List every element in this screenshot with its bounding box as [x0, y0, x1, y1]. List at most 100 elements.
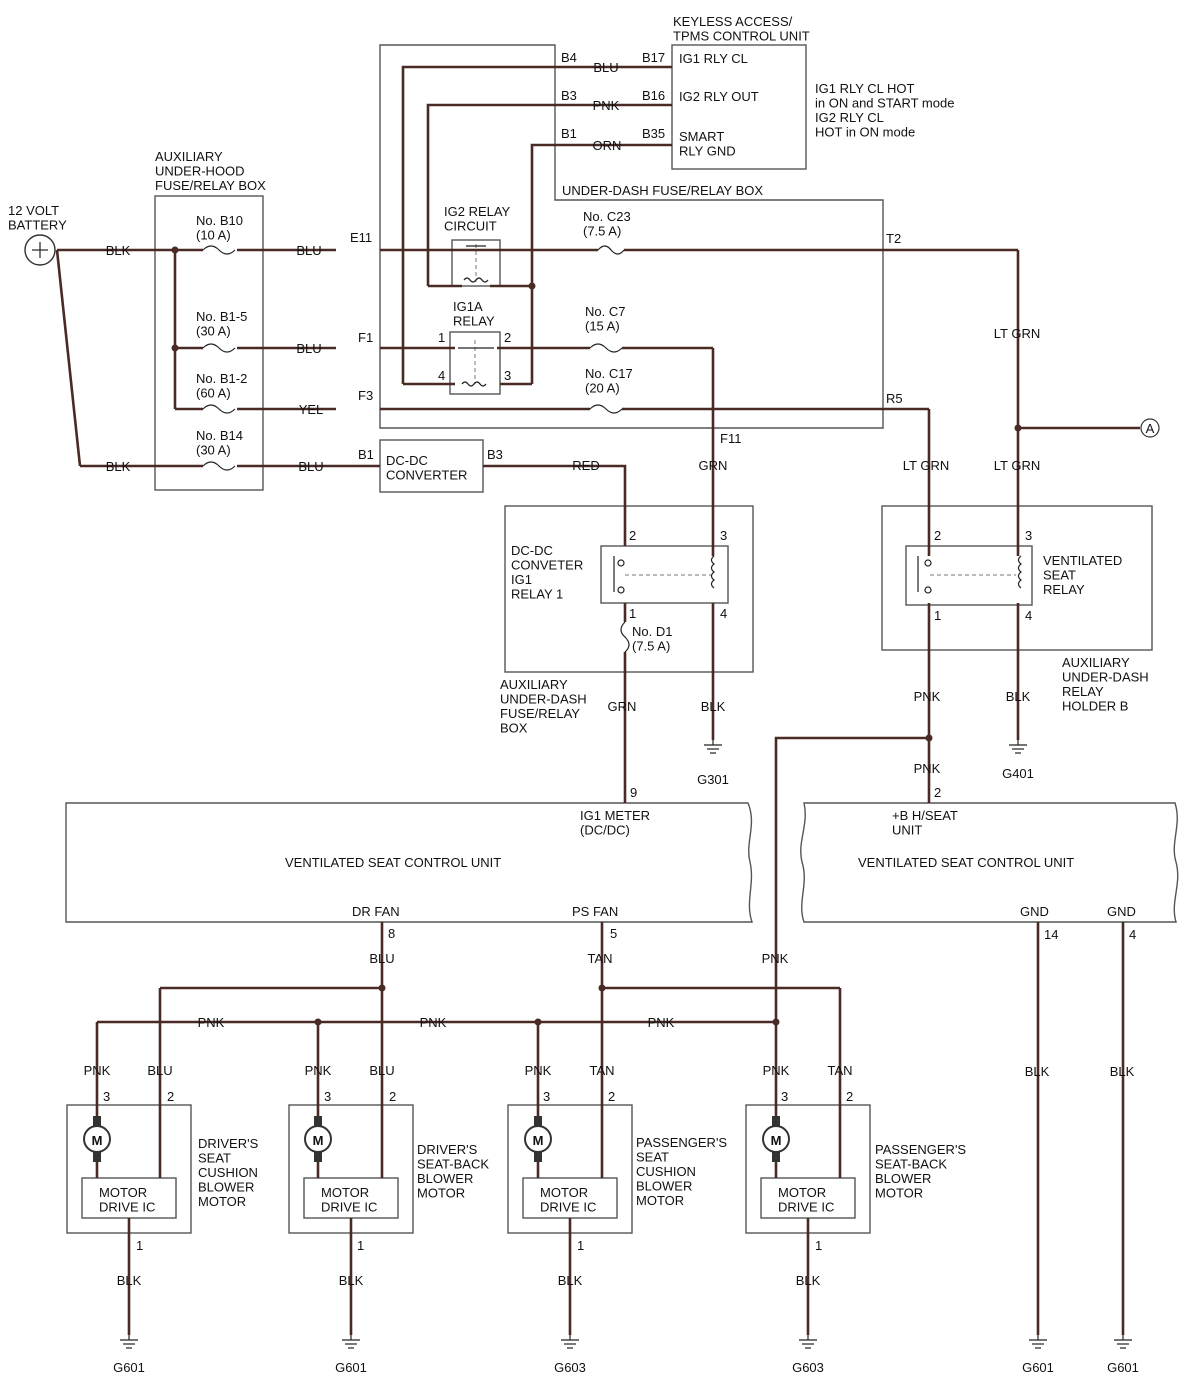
terminal-label: 1 — [815, 1238, 822, 1253]
wire-label: PNK — [763, 1063, 790, 1078]
wire-label: BLK — [558, 1273, 583, 1288]
gnd-label: GND — [1020, 904, 1049, 919]
wire-label: TAN — [827, 1063, 852, 1078]
battery-symbol — [24, 234, 56, 266]
wire-label: RED — [572, 458, 599, 473]
terminal-label: F11 — [720, 431, 741, 446]
wire-label: BLU — [593, 60, 618, 75]
ig1a-relay-box — [449, 331, 501, 395]
splice-dots — [171, 246, 1022, 1026]
wire-label: PNK — [198, 1015, 225, 1030]
wire-label: PNK — [593, 98, 620, 113]
ps-fan-label: PS FAN — [572, 904, 618, 919]
wire-label: PNK — [648, 1015, 675, 1030]
aux-hood-box-outline — [154, 195, 264, 491]
fuse-label: No. C7(15 A) — [585, 304, 625, 334]
ground-label: G401 — [1002, 766, 1034, 781]
terminal-label: 2 — [934, 528, 941, 543]
fuse-label: No. C17(20 A) — [585, 366, 633, 396]
wire-label: BLK — [796, 1273, 821, 1288]
wires — [55, 65, 1140, 1335]
fuse-label: No. D1(7.5 A) — [632, 624, 672, 654]
motor-symbol-label: M — [771, 1133, 782, 1148]
terminal-label: 2 — [846, 1089, 853, 1104]
aux-dash-box-outline — [504, 505, 754, 673]
terminal-label: 1 — [577, 1238, 584, 1253]
terminal-label: 8 — [388, 926, 395, 941]
wire-label: BLU — [147, 1063, 172, 1078]
wire-label: ORN — [593, 138, 622, 153]
terminal-label: 3 — [1025, 528, 1032, 543]
ground-icon — [120, 1335, 138, 1349]
wire-label: PNK — [762, 951, 789, 966]
wire-label: BLU — [296, 243, 321, 258]
wire-label: BLK — [1006, 689, 1031, 704]
fuse-label: No. B1-2(60 A) — [196, 371, 247, 401]
terminal-label: R5 — [886, 391, 903, 406]
motor-symbol-label: M — [533, 1133, 544, 1148]
gnd-label: GND — [1107, 904, 1136, 919]
terminal-label: F3 — [358, 388, 373, 403]
ground-label: G601 — [335, 1360, 367, 1375]
wire-label: BLU — [298, 459, 323, 474]
wire-label: PNK — [305, 1063, 332, 1078]
ground-label: G601 — [1022, 1360, 1054, 1375]
under-dash-box-outline — [379, 44, 884, 429]
ground-icon — [342, 1335, 360, 1349]
terminal-label: 14 — [1044, 927, 1058, 942]
connector-a-circle — [1140, 418, 1160, 438]
ground-icon — [561, 1335, 579, 1349]
vscu-label-right: VENTILATED SEAT CONTROL UNIT — [858, 855, 1074, 870]
ig2-relay-box — [451, 239, 501, 287]
labels: BLK BLK BLU BLU YEL BLU BLU PNK ORN RED … — [84, 50, 1155, 1375]
terminal-label: T2 — [886, 231, 901, 246]
wire-label: BLK — [339, 1273, 364, 1288]
terminal-label: 4 — [438, 368, 445, 383]
vent-relay-box — [905, 545, 1033, 606]
wire-label: BLU — [369, 951, 394, 966]
wire-label: BLK — [117, 1273, 142, 1288]
terminal-label: B3 — [487, 447, 503, 462]
terminal-label: 3 — [720, 528, 727, 543]
wire-label: PNK — [420, 1015, 447, 1030]
wire-label: PNK — [525, 1063, 552, 1078]
terminal-label: 3 — [324, 1089, 331, 1104]
terminal-label: B35 — [642, 126, 665, 141]
connector-a-label: A — [1146, 421, 1155, 436]
terminal-label: B1 — [561, 126, 577, 141]
ground-icon — [1029, 1335, 1047, 1349]
terminal-label: 2 — [934, 785, 941, 800]
terminal-label: 9 — [630, 785, 637, 800]
dr-fan-label: DR FAN — [352, 904, 400, 919]
terminal-label: 1 — [629, 606, 636, 621]
under-dash-box-label: UNDER-DASH FUSE/RELAY BOX — [562, 183, 763, 198]
wire-label: BLK — [701, 699, 726, 714]
fuse-symbols — [202, 245, 630, 653]
terminal-label: B3 — [561, 88, 577, 103]
motor-symbols — [83, 1116, 790, 1162]
dcdc-relay-box — [600, 545, 729, 604]
terminal-label: 1 — [136, 1238, 143, 1253]
fuse-label: No. C23(7.5 A) — [583, 209, 631, 239]
wire-label: LT GRN — [994, 326, 1040, 341]
motor-symbol-label: M — [313, 1133, 324, 1148]
ground-icon — [1009, 740, 1027, 754]
wire-label: BLK — [1025, 1064, 1050, 1079]
terminal-label: E11 — [350, 230, 372, 245]
